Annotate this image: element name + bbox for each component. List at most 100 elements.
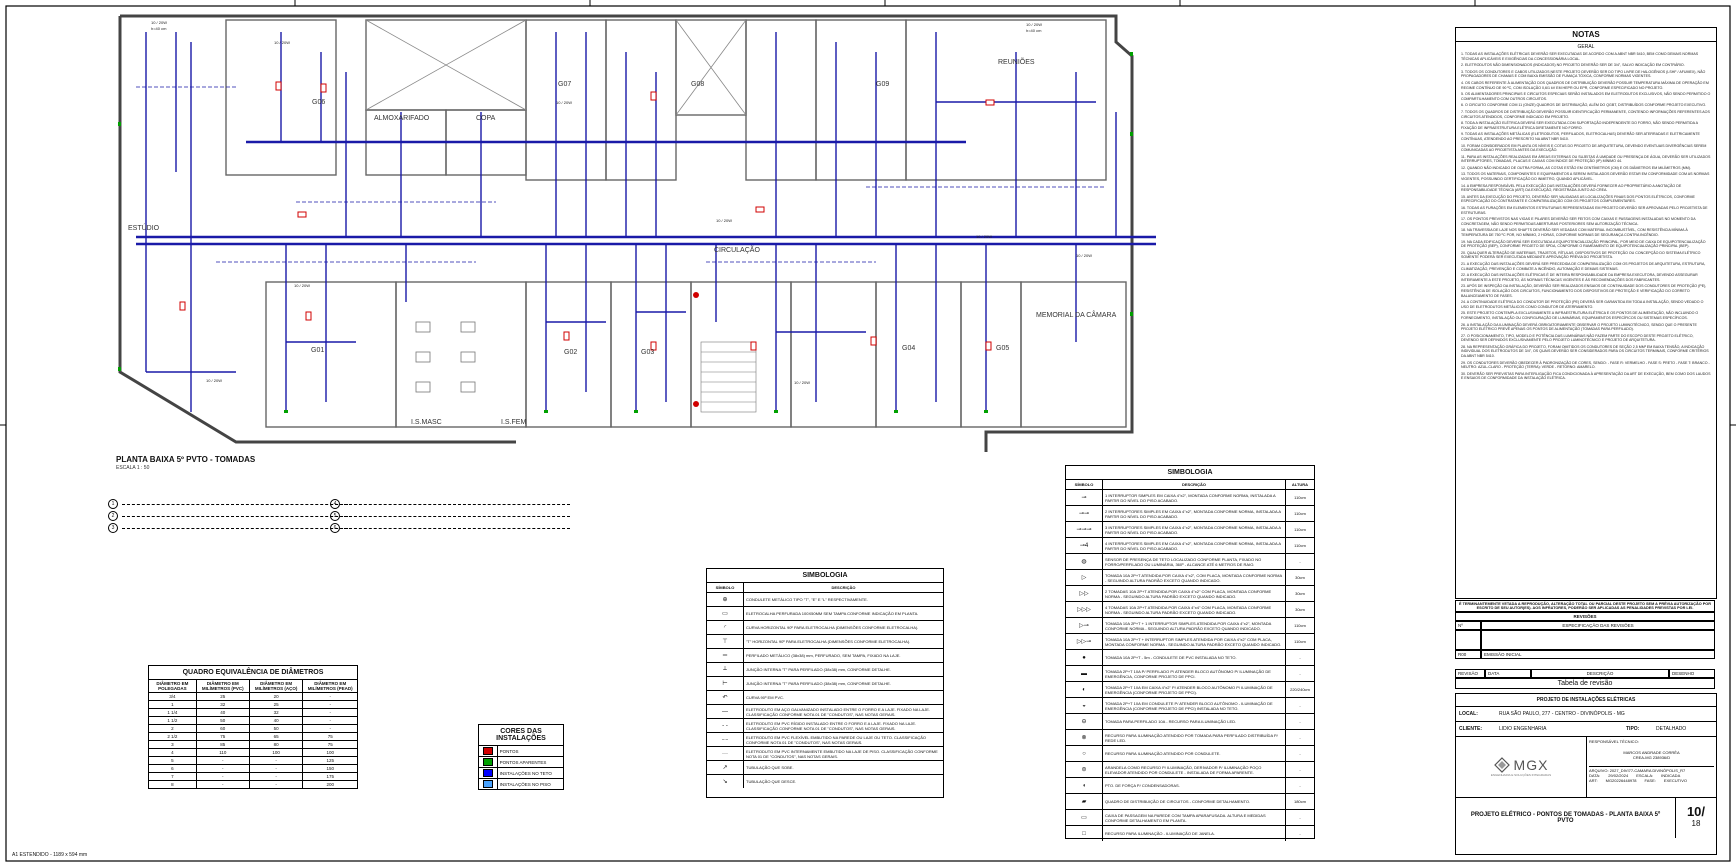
logo: MGX bbox=[1493, 757, 1549, 773]
table-cell: 75 bbox=[302, 740, 358, 749]
symbology-row: ▷▷2 TOMADAS 10A 2P+T ATENDIDA POR CAIXA … bbox=[1066, 585, 1314, 601]
table-header: DESCRIÇÃO bbox=[831, 585, 856, 590]
table-header: DIÂMETRO EM MILÍMETROS (AÇO) bbox=[248, 679, 304, 693]
revision-table-title: Tabela de revisão bbox=[1455, 678, 1715, 689]
device-symbology-table: SIMBOLOGIA SÍMBOLO DESCRIÇÃO ALTURA ⊸1 I… bbox=[1065, 465, 1315, 841]
conduit-symbology-table: SIMBOLOGIA SÍMBOLO DESCRIÇÃO ⊕CONDULETE … bbox=[706, 568, 944, 798]
circuit-sub: h=40 cm bbox=[1026, 28, 1042, 33]
symbol-glyph: — bbox=[707, 705, 744, 718]
symbol-height: 30cm bbox=[1295, 607, 1305, 612]
color-swatch-cell bbox=[478, 756, 498, 768]
circuit-legend-right: 4 5 6 bbox=[330, 498, 570, 534]
color-label: INSTALAÇÕES NO PISO bbox=[496, 778, 565, 790]
symbol-glyph: ● bbox=[1066, 650, 1103, 665]
rev-col: REVISÃO bbox=[1455, 669, 1485, 678]
note-paragraph: 24. A CONTINUIDADE ELÉTRICA DO CONDUTOR … bbox=[1461, 300, 1704, 309]
symbol-glyph: ═ bbox=[707, 649, 744, 662]
circuit-sub: h=40 cm bbox=[151, 26, 167, 31]
symbol-glyph: □ bbox=[1066, 826, 1103, 841]
circuit-tag: 10 / 20W bbox=[976, 234, 992, 239]
note-paragraph: 23. APÓS DE INSPEÇÃO DA INSTALAÇÃO, DEVE… bbox=[1461, 284, 1707, 298]
symbol-height: - bbox=[1299, 831, 1301, 836]
table-title: SIMBOLOGIA bbox=[1167, 469, 1213, 476]
symbology-row: ⊢JUNÇÃO INTERNA "T" PARA PERFILADO (38x3… bbox=[707, 676, 943, 690]
floor-plan-drawing: ESTÚDIO ALMOXARIFADO COPA G07 G08 G09 RE… bbox=[118, 14, 1156, 452]
note-paragraph: 16. TODAS AS FURAÇÕES EM ELEMENTOS ESTRU… bbox=[1461, 206, 1708, 215]
circuit-legend-row: 3 bbox=[108, 522, 348, 534]
symbol-description: TOMADA 10A 2P+T - 5m - CONDULETE DE PVC … bbox=[1103, 650, 1286, 665]
rev-col: DESCRIÇÃO bbox=[1531, 669, 1669, 678]
data-value: 29/02/2024 bbox=[1608, 773, 1629, 778]
drawing-title: PROJETO ELÉTRICO - PONTOS DE TOMADAS - P… bbox=[1456, 798, 1676, 838]
symbol-height: - bbox=[1299, 783, 1301, 788]
symbol-glyph: - - bbox=[707, 719, 744, 732]
symbology-row: ▷⊸TOMADA 10A 2P+T + 1 INTERRUPTOR SIMPLE… bbox=[1066, 617, 1314, 633]
table-row: 7--175 bbox=[148, 772, 358, 781]
table-cell: - bbox=[302, 708, 358, 717]
symbol-glyph: ··· bbox=[707, 747, 744, 760]
circuit-tag: 10 / 20W bbox=[794, 380, 810, 385]
symbology-row: ▷▷⊸TOMADA 10A 2P+T + INTERRUPTOR SIMPLES… bbox=[1066, 633, 1314, 649]
note-paragraph: 12. QUANDO NÃO INDICADO DE OUTRA FORMA, … bbox=[1461, 165, 1691, 170]
symbol-description: CONDULETE METÁLICO TIPO "T", "E" E "L" R… bbox=[746, 597, 868, 602]
room-label-g07: G07 bbox=[558, 81, 571, 88]
symbol-glyph: ⊸ bbox=[1066, 490, 1103, 505]
symbol-glyph: ▷▷⊸ bbox=[1066, 634, 1103, 649]
symbol-glyph: ⊗ bbox=[1066, 730, 1103, 745]
note-paragraph: 8. TODA A INSTALAÇÃO ELÉTRICA DEVERÁ SER… bbox=[1461, 121, 1698, 130]
note-paragraph: 7. TODOS OS QUADROS DE DISTRIBUIÇÃO DEVE… bbox=[1461, 109, 1710, 119]
tipo-label: TIPO: bbox=[1626, 726, 1640, 732]
table-cell: 50 bbox=[195, 716, 250, 725]
table-cell: 125 bbox=[302, 756, 358, 765]
revision-text: EMISSÃO INICIAL bbox=[1481, 650, 1715, 659]
table-cell: 7 bbox=[148, 772, 197, 781]
table-cell: - bbox=[248, 756, 304, 765]
symbol-glyph: ◍ bbox=[1066, 554, 1103, 569]
symbol-glyph: ▷▷ bbox=[1066, 586, 1103, 601]
symbol-height: - bbox=[1299, 751, 1301, 756]
table-cell: - bbox=[302, 724, 358, 733]
room-label-g03: G03 bbox=[641, 349, 654, 356]
note-paragraph: 28. NA REPRESENTAÇÃO GRÁFICA DO PROJETO,… bbox=[1461, 344, 1709, 359]
table-cell: 1 bbox=[148, 700, 197, 709]
table-cell: - bbox=[195, 772, 250, 781]
table-title: CORES DAS INSTALAÇÕES bbox=[478, 724, 564, 746]
room-label-g01: G01 bbox=[311, 347, 324, 354]
symbol-glyph: ▭ bbox=[1066, 810, 1103, 825]
table-header: DIÂMETRO EM MILÍMETROS (PVC) bbox=[195, 679, 250, 693]
table-cell: 50 bbox=[248, 724, 304, 733]
room-label-g02: G02 bbox=[564, 349, 577, 356]
symbol-description: PERFILADO METÁLICO (38x38) mm, PERFURADO… bbox=[746, 653, 901, 658]
note-paragraph: 18. NA TRAVESSIA DE LAJE NOS SHAFTS DEVE… bbox=[1461, 228, 1688, 237]
arquivo-value: 2027_DIVI77-CAMARA DIVINÓPOLIS_R7 bbox=[1609, 768, 1686, 773]
room-label-almoxarifado: ALMOXARIFADO bbox=[374, 115, 430, 122]
room-label-g09: G09 bbox=[876, 81, 889, 88]
symbology-row: - -ELETRODUTO EM PVC RÍGIDO INSTALADO EN… bbox=[707, 718, 943, 732]
symbology-row: ○RECURSO PARA ILUMINAÇÃO ATENDIDO POR CO… bbox=[1066, 745, 1314, 761]
color-swatch-cell bbox=[478, 767, 498, 779]
note-paragraph: 6. O CIRCUITO CONFORME COM 11 (ONZE) QUA… bbox=[1461, 103, 1707, 108]
table-cell: 75 bbox=[195, 732, 250, 741]
symbology-row: ●TOMADA 10A 2P+T - 5m - CONDULETE DE PVC… bbox=[1066, 649, 1314, 665]
symbol-glyph: ▰ bbox=[1066, 794, 1103, 809]
sheet-total: 18 bbox=[1691, 819, 1701, 828]
table-cell: 25 bbox=[195, 692, 250, 701]
symbology-row: ⊸⊸⊸3 INTERRUPTORES SIMPLES EM CAIXA 4"x2… bbox=[1066, 521, 1314, 537]
symbol-glyph: ⊖ bbox=[1066, 714, 1103, 729]
notes-subtitle: GERAL bbox=[1577, 44, 1595, 50]
symbol-description: 4 INTERRUPTORES SIMPLES EM CAIXA 4"x2", … bbox=[1103, 538, 1286, 553]
symbol-description: CURVA 90º EM PVC. bbox=[746, 695, 784, 700]
symbology-row: ◜CURVA HORIZONTAL 90º PARA ELETROCALHA (… bbox=[707, 620, 943, 634]
notes-title: NOTAS bbox=[1456, 28, 1716, 42]
color-row: PONTOS APARENTES bbox=[478, 756, 565, 768]
symbol-description: TOMADA PARA PERFILADO 10A - RECURSO PARA… bbox=[1103, 714, 1286, 729]
note-paragraph: 21. A EXECUÇÃO DAS INSTALAÇÕES DEVERÁ SE… bbox=[1461, 261, 1706, 271]
table-cell: - bbox=[248, 780, 304, 789]
symbology-row: ⟂JUNÇÃO INTERNA "T" PARA PERFILADO (38x3… bbox=[707, 662, 943, 676]
symbol-glyph: ⊸⊸⊸ bbox=[1066, 522, 1103, 537]
symbol-description: TUBULAÇÃO QUE SOBE. bbox=[746, 765, 794, 770]
